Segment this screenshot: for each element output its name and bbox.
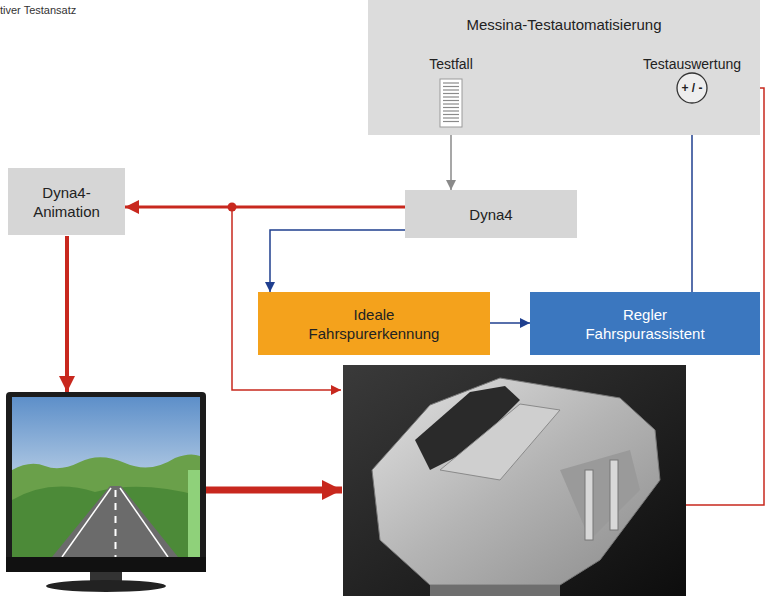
node-heading: Testauswertung bbox=[643, 56, 741, 72]
evaluation-node: Testauswertung + / - bbox=[640, 56, 744, 104]
process-box: Dyna4 bbox=[405, 190, 577, 238]
flow-arrow bbox=[450, 130, 452, 190]
process-box: Ideale Fahrspurerkennung bbox=[258, 292, 490, 355]
flow-arrow bbox=[125, 206, 405, 209]
system-title: Messina-Testautomatisierung bbox=[368, 16, 760, 33]
flow-arrow bbox=[490, 322, 530, 324]
box-label: Regler Fahrspurassistent bbox=[573, 305, 718, 343]
process-box: Regler Fahrspurassistent bbox=[530, 292, 760, 355]
flow-arrow bbox=[270, 230, 405, 292]
process-box: Dyna4- Animation bbox=[8, 168, 125, 235]
caption-fragment: tiver Testansatz bbox=[0, 4, 76, 16]
box-label: Ideale Fahrspurerkennung bbox=[299, 305, 449, 343]
evaluation-circle: + / - bbox=[676, 72, 708, 104]
node-heading: Testfall bbox=[429, 56, 473, 72]
document-icon bbox=[439, 78, 463, 128]
box-label: Dyna4 bbox=[469, 205, 512, 224]
signal-wire bbox=[67, 88, 764, 505]
system-box: Testfall Testauswertung + / - Messina-Testa… bbox=[368, 0, 760, 135]
monitor-picture bbox=[6, 392, 206, 592]
document-node: Testfall bbox=[420, 56, 482, 130]
camera-picture bbox=[343, 365, 686, 596]
box-label: Dyna4- Animation bbox=[17, 183, 117, 221]
operator-sign: + / - bbox=[681, 81, 702, 95]
